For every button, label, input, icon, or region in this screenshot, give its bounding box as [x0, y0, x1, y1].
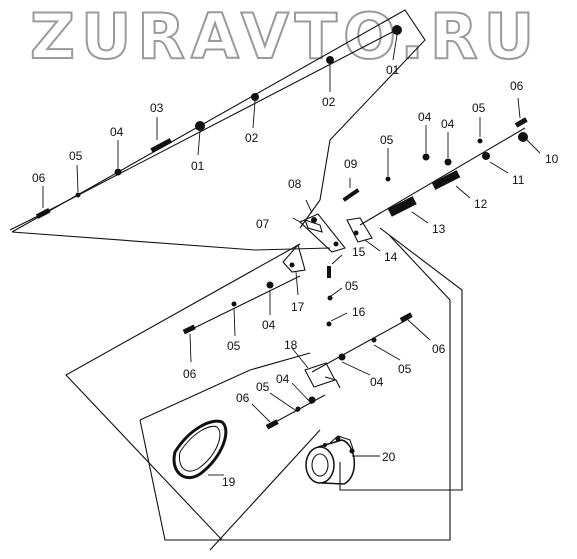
- lower-left-rod: [182, 275, 301, 335]
- leader-lines: [42, 34, 541, 476]
- bracket-07: [299, 213, 346, 253]
- nut-04-bottom: [308, 396, 316, 404]
- watermark: ZURAVTO.RU: [30, 2, 541, 72]
- label-05: 05: [256, 380, 270, 394]
- bracket-17: [282, 243, 306, 273]
- label-14: 14: [384, 250, 398, 264]
- label-03: 03: [150, 101, 164, 115]
- label-09: 09: [344, 157, 358, 171]
- label-18: 18: [284, 338, 298, 352]
- washer-05-center: [327, 295, 333, 301]
- bolt-06-left: [35, 207, 51, 219]
- label-05: 05: [345, 279, 359, 293]
- sleeve-13: [387, 196, 417, 217]
- right-rod: [342, 117, 528, 226]
- label-06: 06: [32, 171, 46, 185]
- washer-05-upper: [385, 176, 391, 182]
- label-17: 17: [291, 300, 305, 314]
- plate-18: [304, 362, 336, 388]
- label-13: 13: [432, 222, 446, 236]
- label-19: 19: [222, 475, 236, 489]
- washer-16: [326, 321, 332, 327]
- label-04: 04: [262, 318, 276, 332]
- label-10: 10: [545, 152, 559, 166]
- bushing-01-mid: [195, 121, 205, 131]
- label-08: 08: [288, 177, 302, 191]
- bracket-14: [346, 217, 373, 243]
- bolt-06-right: [514, 117, 528, 128]
- label-12: 12: [474, 197, 488, 211]
- washer-05-bottom: [295, 406, 301, 412]
- bushing-02-mid: [251, 93, 259, 101]
- label-06: 06: [236, 391, 250, 405]
- label-15: 15: [352, 245, 366, 259]
- nut-04-upper: [422, 153, 430, 161]
- pin-03: [150, 138, 173, 153]
- bolt-06-lower-right: [399, 312, 413, 323]
- label-06: 06: [432, 342, 446, 356]
- nut-04-left: [114, 168, 122, 176]
- bolt-06-bottom: [265, 419, 279, 430]
- assembly-outline: [9, 9, 463, 551]
- nut-04-right: [444, 158, 452, 166]
- label-16: 16: [352, 305, 366, 319]
- label-04: 04: [370, 375, 384, 389]
- label-11: 11: [512, 173, 525, 187]
- nut-04-lower-right: [338, 353, 346, 361]
- bushing-01-top: [392, 25, 402, 35]
- compressor-20: [305, 435, 356, 485]
- washer-05-right: [477, 138, 483, 144]
- washer-05-left: [75, 192, 81, 198]
- label-07: 07: [256, 217, 270, 231]
- label-06: 06: [510, 79, 524, 93]
- label-06: 06: [183, 367, 197, 381]
- label-05: 05: [398, 362, 412, 376]
- label-05: 05: [472, 101, 486, 115]
- bushing-02-top: [326, 56, 334, 64]
- upper-rod: [35, 25, 402, 219]
- nut-11: [482, 152, 490, 160]
- label-05: 05: [69, 149, 83, 163]
- bottom-rod: [265, 394, 326, 430]
- label-04: 04: [110, 125, 124, 139]
- washer-05-lower-right: [371, 337, 377, 343]
- label-04: 04: [276, 372, 290, 386]
- lower-right-rod: [311, 312, 413, 373]
- bolt-06-lower-left: [182, 324, 196, 335]
- label-02: 02: [322, 95, 336, 109]
- nut-04-lower-left: [266, 281, 274, 289]
- label-02: 02: [245, 131, 259, 145]
- label-04: 04: [441, 117, 455, 131]
- washer-05-lower-left: [231, 301, 237, 307]
- callout-labels: 01 02 02 01 03 04 05 06 07 08 09 05 04 0…: [32, 63, 559, 489]
- center-parts: [326, 266, 333, 327]
- belt-19: [172, 419, 228, 480]
- bushing-12: [431, 170, 461, 190]
- label-05: 05: [380, 133, 394, 147]
- cap-10: [518, 132, 528, 142]
- bolt-09: [342, 188, 360, 202]
- label-04: 04: [418, 110, 432, 124]
- label-01: 01: [191, 159, 205, 173]
- label-20: 20: [382, 450, 396, 464]
- label-05: 05: [227, 339, 241, 353]
- label-01: 01: [386, 63, 400, 77]
- brackets: [282, 213, 373, 273]
- bolt-15: [327, 266, 331, 278]
